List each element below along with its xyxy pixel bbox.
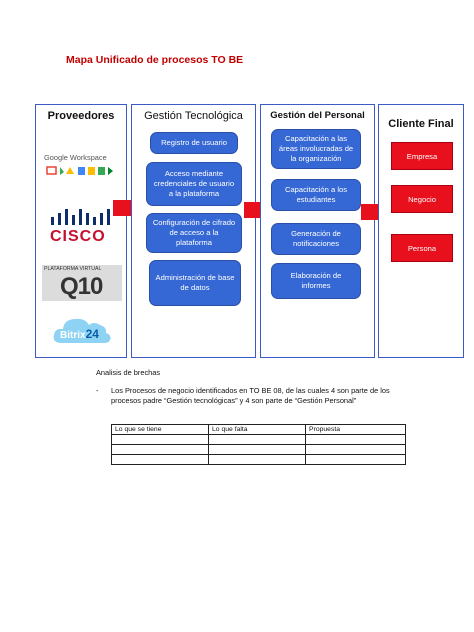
table-cell xyxy=(208,454,307,465)
table-cell xyxy=(305,454,406,465)
bitrix24-wordmark: Bitrix24 xyxy=(60,327,99,341)
table-header-propuesta: Propuesta xyxy=(305,424,406,435)
table-row xyxy=(110,434,406,445)
client-box-empresa: Empresa xyxy=(391,142,453,170)
google-workspace-label: Google Workspace xyxy=(44,153,107,162)
cliente-final-column: Cliente Final Empresa Negocio Persona xyxy=(378,104,464,358)
table-cell xyxy=(110,444,210,455)
table-header-tiene: Lo que se tiene xyxy=(110,424,210,435)
cisco-wordmark: CISCO xyxy=(50,228,106,245)
cliente-final-heading: Cliente Final xyxy=(388,118,454,130)
table-cell xyxy=(208,434,307,445)
process-box-registro-usuario: Registro de usuario xyxy=(150,132,238,154)
gap-analysis-table: Lo que se tiene Lo que falta Propuesta xyxy=(110,424,406,465)
gestion-personal-column: Gestión del Personal Capacitación a las … xyxy=(260,104,375,358)
cisco-bars-icon xyxy=(51,209,110,225)
table-cell xyxy=(208,444,307,455)
bitrix24-logo: Bitrix24 xyxy=(52,313,112,347)
proveedores-column: Proveedores Google Workspace xyxy=(35,104,127,358)
table-cell xyxy=(110,454,210,465)
bitrix-number: 24 xyxy=(85,327,99,341)
gestion-tecnologica-column: Gestión Tecnológica Registro de usuario … xyxy=(131,104,256,358)
process-box-capacitacion-areas: Capacitación a las áreas involucradas de… xyxy=(271,129,361,169)
q10-logo: PLATAFORMA VIRTUAL Q10 xyxy=(42,265,122,301)
process-box-elaboracion-informes: Elaboración de informes xyxy=(271,263,361,299)
q10-wordmark: Q10 xyxy=(60,273,103,300)
table-row xyxy=(110,444,406,455)
process-box-configuracion-cifrado: Configuración de cifrado de acceso a la … xyxy=(146,213,242,253)
q10-caption: PLATAFORMA VIRTUAL xyxy=(44,266,102,272)
process-box-generacion-notificaciones: Generación de notificaciones xyxy=(271,223,361,255)
table-cell xyxy=(110,434,210,445)
analysis-heading: Analisis de brechas xyxy=(96,368,161,377)
table-row xyxy=(110,454,406,465)
cisco-logo: CISCO xyxy=(46,209,118,249)
table-cell xyxy=(305,434,406,445)
table-header-row: Lo que se tiene Lo que falta Propuesta xyxy=(110,424,406,435)
client-box-negocio: Negocio xyxy=(391,185,453,213)
proveedores-heading: Proveedores xyxy=(47,110,115,122)
cloud-icon xyxy=(53,318,111,343)
process-box-capacitacion-estudiantes: Capacitación a los estudiantes xyxy=(271,179,361,211)
google-apps-icons xyxy=(46,166,113,175)
google-workspace-logo: Google Workspace xyxy=(44,153,122,179)
table-header-falta: Lo que falta xyxy=(208,424,307,435)
client-box-persona: Persona xyxy=(391,234,453,262)
analysis-bullet-text: Los Procesos de negocio identificados en… xyxy=(111,386,390,406)
bullet-dash: - xyxy=(96,386,99,395)
table-cell xyxy=(305,444,406,455)
page-title: Mapa Unificado de procesos TO BE xyxy=(66,54,244,66)
process-box-administracion-bd: Administración de base de datos xyxy=(149,260,241,306)
bitrix-text: Bitrix xyxy=(60,330,86,341)
process-box-acceso-credenciales: Acceso mediante credenciales de usuario … xyxy=(146,162,242,206)
gestion-tecnologica-heading: Gestión Tecnológica xyxy=(144,110,243,122)
gestion-personal-heading: Gestión del Personal xyxy=(270,110,365,121)
